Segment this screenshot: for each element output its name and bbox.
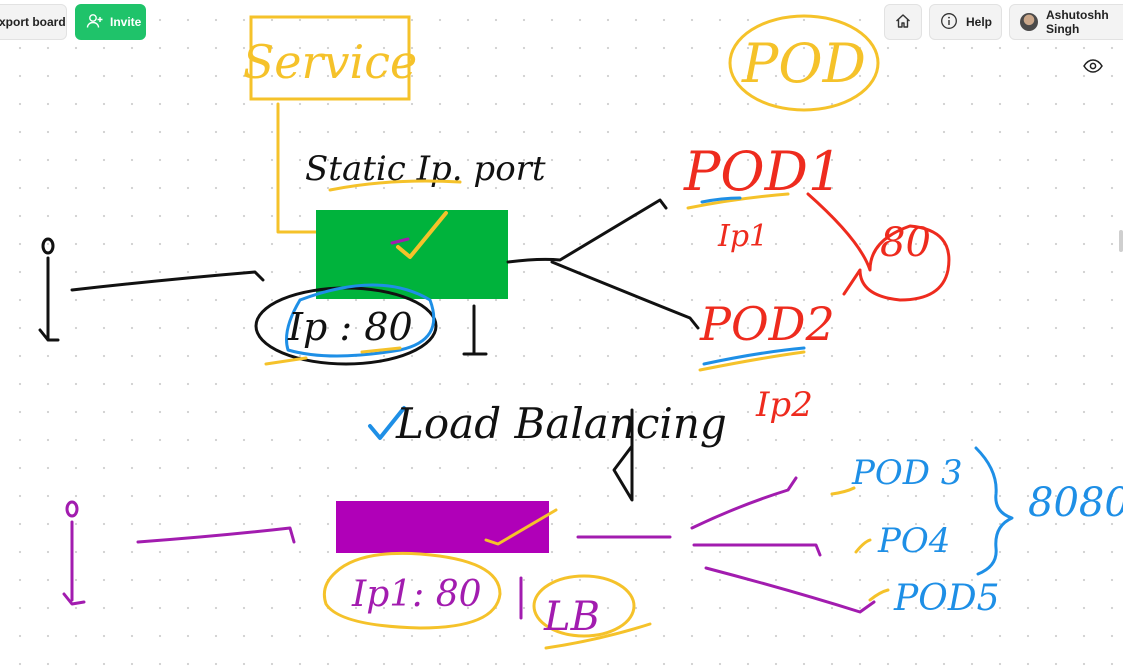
pod4-label: PO4	[877, 521, 950, 561]
user-to-service-arrow	[70, 270, 265, 292]
home-icon	[894, 12, 912, 33]
user2-figure-body	[62, 520, 86, 606]
port-80-circle	[806, 192, 951, 302]
pod3-mark	[830, 486, 856, 496]
scroll-handle[interactable]	[1119, 230, 1123, 252]
user2-to-lb-arrow	[136, 526, 296, 544]
user-figure-body	[38, 256, 60, 342]
service-down-arrow	[462, 304, 488, 356]
pod-label: POD	[741, 32, 866, 95]
static-ip-underline	[328, 179, 462, 192]
lb-label: LB	[543, 594, 600, 640]
lb-underline	[544, 622, 652, 650]
service-label: Service	[243, 35, 417, 89]
pod3-label: POD 3	[851, 453, 962, 493]
invite-label: Invite	[110, 15, 142, 29]
avatar	[1020, 13, 1038, 31]
pod1-label: POD1	[683, 140, 842, 203]
pod2-label: POD2	[699, 297, 835, 351]
add-user-icon	[86, 13, 104, 32]
lb-box	[336, 501, 549, 553]
arrow-to-pod1	[506, 198, 668, 264]
help-button[interactable]: Help	[929, 4, 1002, 40]
static-ip-label: Static Ip. port	[305, 149, 546, 189]
lb-ip-label: Ip1: 80	[351, 574, 482, 615]
pod2-underline-blue	[702, 346, 806, 366]
lb-ip-ellipse	[322, 551, 502, 630]
export-board-label: xport board	[0, 15, 66, 29]
load-balancing-arrow	[612, 408, 634, 502]
arrow-to-pod4	[692, 543, 822, 557]
service-label-box	[249, 15, 411, 101]
invite-button[interactable]: Invite	[75, 4, 146, 40]
pod1-underline-blue	[700, 196, 742, 204]
ip2-label: Ip2	[755, 385, 813, 425]
port-8080-label: 8080	[1028, 480, 1123, 526]
home-button[interactable]	[884, 4, 922, 40]
arrow-to-pod3	[690, 476, 798, 530]
lb-checkmark	[484, 508, 558, 546]
load-balancing-label: Load Balancing	[395, 399, 727, 448]
ip-80-blue-circle	[285, 283, 436, 358]
info-icon	[940, 12, 958, 33]
pod1-underline-yellow	[686, 192, 790, 210]
pod-label-ellipse	[728, 14, 880, 112]
pod5-label: POD5	[893, 578, 1000, 619]
pod4-mark	[854, 538, 872, 554]
ip-80-label: Ip : 80	[287, 305, 413, 349]
help-label: Help	[966, 15, 993, 29]
load-balancing-check	[368, 406, 406, 440]
user2-figure-head	[65, 500, 79, 518]
lb-label-ellipse	[532, 574, 636, 638]
ip1-label: Ip1	[717, 219, 768, 254]
service-checkmark	[396, 211, 448, 259]
export-board-button[interactable]: xport board	[0, 4, 67, 40]
user-name: Ashutoshh Singh	[1046, 8, 1109, 36]
pod5-mark	[868, 588, 890, 602]
user-figure-head	[41, 237, 55, 255]
arrow-to-pod5	[704, 566, 876, 614]
port-80-label: 80	[880, 220, 931, 266]
service-mark	[390, 237, 410, 245]
arrow-to-pod2	[550, 260, 700, 330]
eye-icon[interactable]	[1082, 58, 1104, 79]
pods-brace	[974, 446, 1014, 576]
user-menu-button[interactable]: Ashutoshh Singh	[1009, 4, 1123, 40]
pod2-underline-yellow	[698, 350, 806, 372]
ip-80-yellow-mark-2	[360, 346, 402, 354]
ip-80-yellow-mark	[264, 356, 308, 366]
service-connector	[276, 102, 320, 234]
